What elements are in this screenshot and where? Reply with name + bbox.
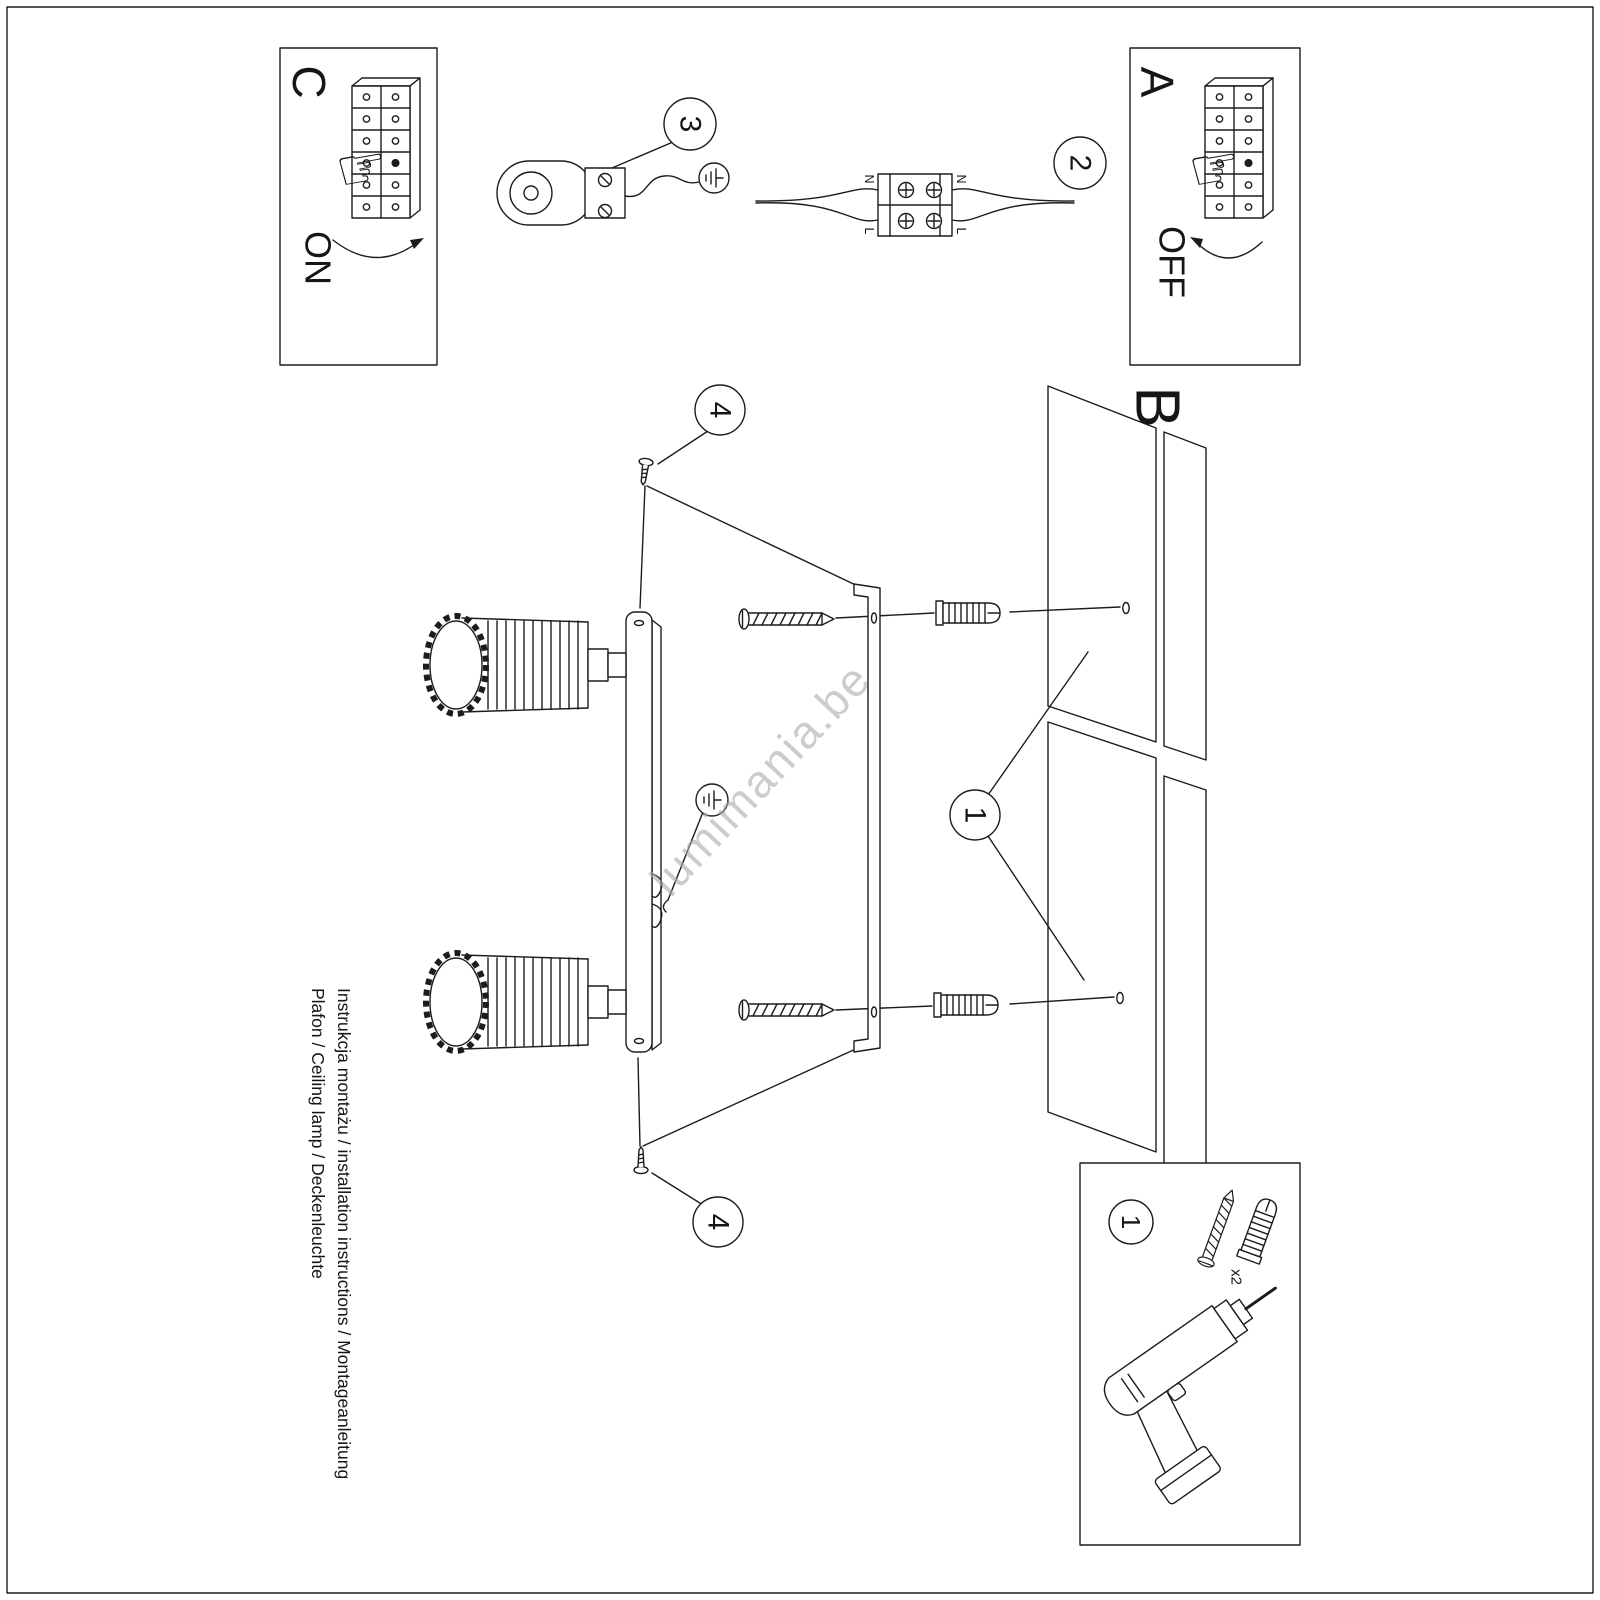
canopy-hole xyxy=(633,1037,645,1045)
footer-line-1: Instrukcja montażu / installation instru… xyxy=(334,988,354,1479)
connector-screws xyxy=(897,181,943,230)
lamp-shade-top xyxy=(426,616,626,714)
lamp-shade-bottom xyxy=(426,953,626,1051)
quantity-label: x2 xyxy=(1228,1269,1245,1285)
mounting-screw-icon xyxy=(738,608,835,630)
callout-parts-1: 1 xyxy=(1116,1215,1146,1229)
page-border xyxy=(6,6,1594,1594)
lamp-holder-ring xyxy=(509,171,553,215)
callout-1: 1 xyxy=(959,807,992,824)
terminal-label-l-right: L xyxy=(954,228,968,235)
canopy-side xyxy=(651,619,662,1051)
lamp-holder-hole xyxy=(523,185,539,201)
on-arrow-icon xyxy=(332,238,424,259)
on-label: ON xyxy=(298,231,339,285)
callout-circle-4-bottom xyxy=(692,1196,744,1248)
pointing-hand-icon: ☞ xyxy=(331,132,393,205)
parts-box: 1 x2 xyxy=(1079,1162,1301,1546)
drill-hole xyxy=(1122,601,1130,615)
panel-a: A ☞ OFF xyxy=(1129,47,1301,366)
callout-circle-parts-1 xyxy=(1108,1199,1154,1245)
panel-a-label: A xyxy=(1131,67,1183,98)
callout-4-top: 4 xyxy=(704,402,737,419)
terminal-label-n-left: N xyxy=(862,174,876,183)
wall-plug-icon xyxy=(935,600,1001,626)
callout-circle-1 xyxy=(949,789,1001,841)
callout-2: 2 xyxy=(1064,155,1097,172)
assembly-lines xyxy=(637,430,1121,1206)
callout-3: 3 xyxy=(674,116,707,133)
callout-circle-3 xyxy=(663,97,717,151)
ceiling-panels xyxy=(1047,385,1207,1237)
drill-icon xyxy=(1103,1286,1277,1505)
screw-slot xyxy=(600,175,610,185)
wire-right-top xyxy=(951,188,1075,202)
canopy-hook xyxy=(651,903,663,929)
step-2-connector: N N L L 2 xyxy=(755,136,1107,237)
callout-circle-4-top xyxy=(694,384,746,436)
footer-line-2: Plafon / Ceiling lamp / Deckenleuchte xyxy=(308,988,328,1279)
canopy-hook xyxy=(651,873,663,899)
pressed-switch-dot xyxy=(1244,159,1253,167)
drill-hole xyxy=(1116,991,1124,1005)
ceiling-panel xyxy=(1047,385,1157,743)
leader-line xyxy=(611,141,674,169)
terminal-label-l-left: L xyxy=(862,228,876,235)
callout-circle-2 xyxy=(1053,136,1107,190)
section-b: B xyxy=(426,384,1207,1248)
fixing-screw-icon xyxy=(633,1146,649,1175)
panel-c-label: C xyxy=(283,65,335,98)
panel-c: C ☞ ON xyxy=(279,47,438,366)
wire-right-bottom xyxy=(951,202,1075,222)
pointing-hand-icon: ☞ xyxy=(1184,132,1246,205)
mounting-screw-icon xyxy=(738,999,835,1021)
mounting-bracket xyxy=(853,583,881,1053)
pressed-switch-dot xyxy=(391,159,400,167)
ceiling-panel xyxy=(1047,721,1157,1153)
earth-wire xyxy=(624,175,700,198)
off-arrow-icon xyxy=(1190,237,1263,259)
wire-left-bottom xyxy=(755,202,879,222)
lamp-canopy xyxy=(625,611,663,1053)
canopy-hole xyxy=(633,619,645,627)
watermark: lumimania.be xyxy=(640,653,881,906)
wall-plug-icon xyxy=(933,992,999,1018)
terminal-label-n-right: N xyxy=(954,174,968,183)
bracket-hole xyxy=(870,612,878,624)
bracket-hole xyxy=(870,1006,878,1018)
screw-slot xyxy=(600,206,610,216)
fixing-screw-icon xyxy=(635,456,655,487)
ceiling-panel xyxy=(1163,431,1207,761)
callout-4-bottom: 4 xyxy=(702,1214,735,1231)
ground-symbol-circle xyxy=(698,162,730,194)
step-3-socket: 3 xyxy=(496,97,730,226)
wire-left-top xyxy=(755,188,879,202)
off-label: OFF xyxy=(1152,226,1193,298)
canopy-body xyxy=(625,611,653,1053)
ground-symbol-circle xyxy=(695,783,729,817)
